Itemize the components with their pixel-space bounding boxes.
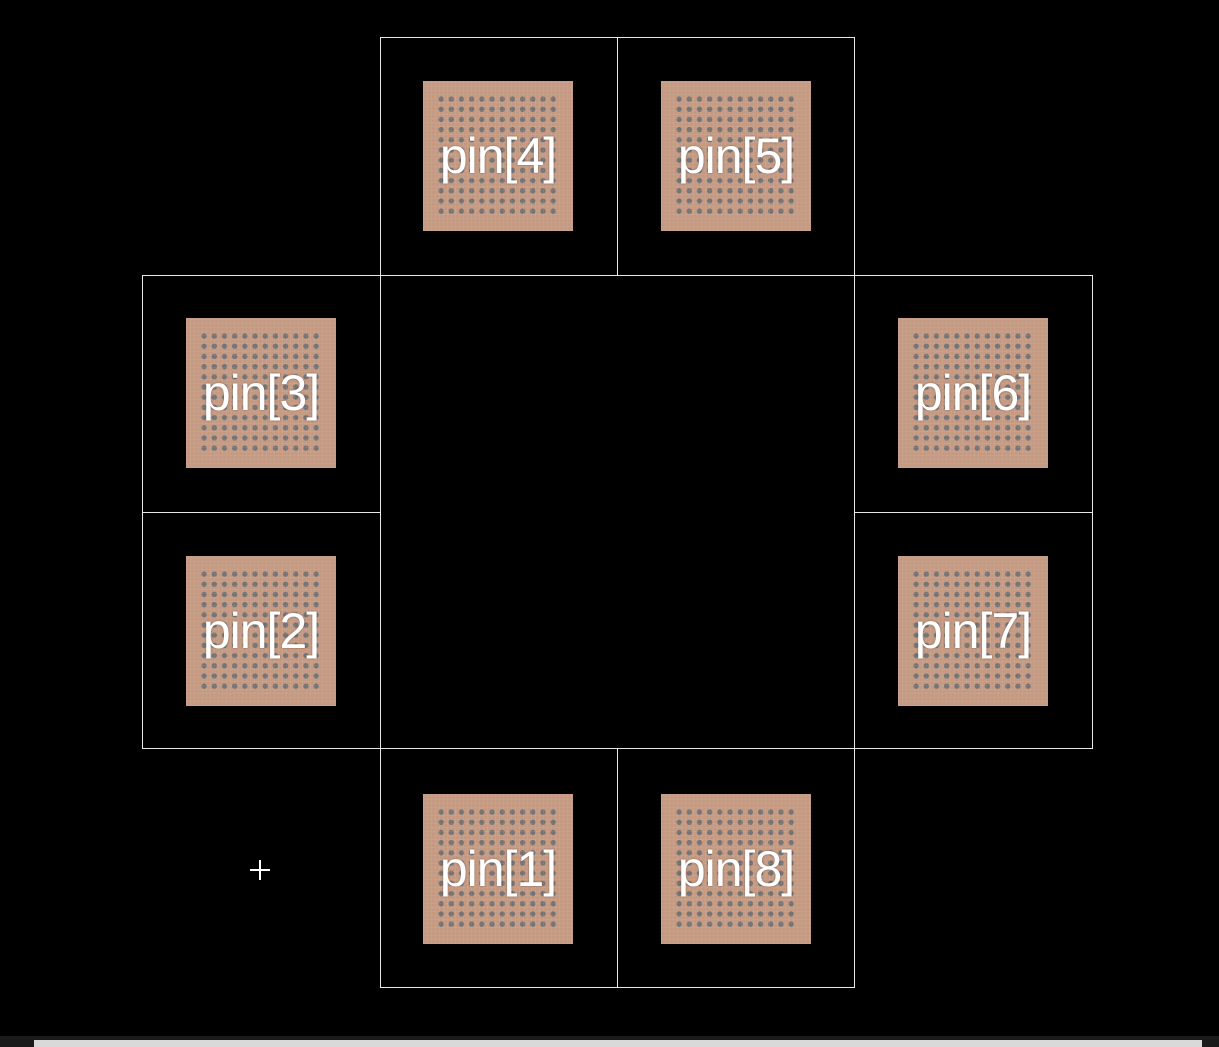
- pin-pad-4[interactable]: pin[4]: [423, 81, 573, 231]
- pin-pad-8[interactable]: pin[8]: [661, 794, 811, 944]
- crosshair-icon: [250, 860, 270, 880]
- pin-label: pin[5]: [677, 128, 795, 184]
- scrollbar-thumb[interactable]: [34, 1040, 1202, 1047]
- pin-pad-7[interactable]: pin[7]: [898, 556, 1048, 706]
- pin-label: pin[2]: [202, 603, 320, 659]
- pin-pad-2[interactable]: pin[2]: [186, 556, 336, 706]
- pin-label: pin[8]: [677, 841, 795, 897]
- pin-pad-3[interactable]: pin[3]: [186, 318, 336, 468]
- pin-label: pin[7]: [914, 603, 1032, 659]
- pin-label: pin[6]: [914, 365, 1032, 421]
- pin-label: pin[3]: [202, 365, 320, 421]
- horizontal-scrollbar[interactable]: [0, 1036, 1219, 1047]
- pin-label: pin[1]: [439, 841, 557, 897]
- cell-outline-bottom-right: [617, 748, 855, 988]
- cell-outline-right-lower: [854, 512, 1093, 749]
- pin-pad-1[interactable]: pin[1]: [423, 794, 573, 944]
- pin-label: pin[4]: [439, 128, 557, 184]
- cell-outline-center: [380, 275, 855, 749]
- pin-pad-5[interactable]: pin[5]: [661, 81, 811, 231]
- pin-pad-6[interactable]: pin[6]: [898, 318, 1048, 468]
